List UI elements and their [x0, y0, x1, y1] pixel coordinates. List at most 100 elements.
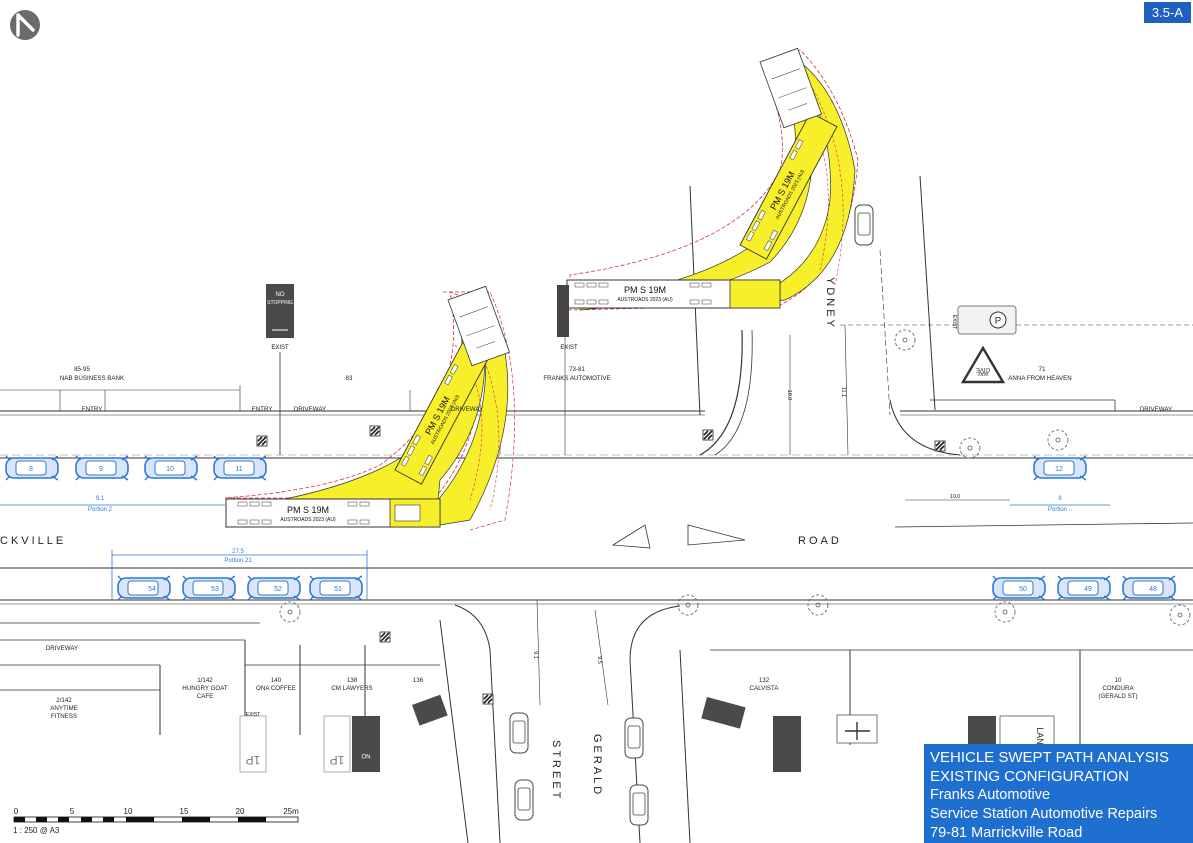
swept-path-north: PM S 19M AUSTROADS 2023 (AU) PM S 19M AU… [557, 47, 859, 337]
bay-8: 8 [29, 466, 33, 473]
condura-number: 10 [1115, 677, 1122, 684]
svg-text:15: 15 [180, 807, 189, 816]
hungry-number: 1/142 [197, 677, 213, 684]
franks-name: FRANKS AUTOMOTIVE [543, 375, 610, 382]
lot-83: 83 [346, 375, 353, 382]
dim-10-0b: 10.0 [950, 494, 961, 500]
bay-53: 53 [211, 586, 219, 593]
svg-text:20: 20 [236, 807, 245, 816]
gerald-street-name: GERALD [591, 734, 603, 797]
tree-icon [994, 601, 1016, 623]
dim-9-1: 9.1 [532, 651, 538, 659]
driveway-label-south: DRIVEWAY [46, 645, 78, 652]
svg-text:EXIST: EXIST [560, 345, 578, 351]
bay-9: 9 [99, 466, 103, 473]
no-stopping-sign-north: NO STOPPING EXIST [266, 284, 294, 455]
tree-icon [1047, 429, 1069, 451]
hungry-name1: HUNGRY GOAT [182, 685, 228, 692]
driveway-label: DRIVEWAY [294, 406, 326, 413]
bay-10: 10 [166, 466, 174, 473]
bay-51: 51 [334, 586, 342, 593]
title-line-1: VEHICLE SWEPT PATH ANALYSIS [930, 749, 1169, 766]
parking-sign-icon: P EXIST [951, 305, 1017, 335]
scale-bar: 0 5 10 15 20 25m [13, 807, 299, 823]
lot-136: 136 [413, 677, 424, 684]
svg-text:STOPPING: STOPPING [267, 300, 293, 306]
bay-12: 12 [1055, 466, 1063, 473]
sign-franks: EXIST [560, 345, 578, 351]
calvista-number: 132 [759, 677, 770, 684]
car-icon [514, 779, 534, 821]
car-icon [629, 784, 649, 826]
car-icon [117, 575, 171, 601]
truck-std-west: AUSTROADS 2023 (AU) [280, 517, 336, 523]
car-icon [182, 575, 236, 601]
tree-icon [1169, 604, 1191, 626]
bay-11: 11 [235, 466, 242, 473]
truck-std-north: AUSTROADS 2023 (AU) [617, 297, 673, 303]
driveway-label-3: DRIVEWAY [1140, 406, 1172, 413]
nab-name: NAB BUSINESS BANK [60, 375, 125, 382]
calvista-name: CALVISTA [750, 685, 780, 692]
condura-name1: CONDURA [1102, 685, 1134, 692]
anytime-name1: ANYTIME [50, 705, 78, 712]
anna-name: ANNA FROM HEAVEN [1008, 375, 1072, 382]
driveway-label-2: DRIVEWAY [451, 406, 483, 413]
tree-icon [279, 601, 301, 623]
anna-number: 71 [1039, 366, 1046, 373]
svg-text:NO: NO [361, 752, 370, 758]
bay-48: 48 [1149, 586, 1157, 593]
road-name-right: ROAD [798, 535, 842, 547]
parking-south: 54 53 52 51 50 49 48 [117, 575, 1176, 601]
road-linework [0, 175, 1193, 843]
street-name: STREET [550, 740, 562, 801]
condura-name2: (GERALD ST) [1098, 693, 1137, 700]
tree-icon [807, 594, 829, 616]
ona-number: 140 [271, 677, 282, 684]
entry-label-2: ENTRY [252, 406, 273, 413]
svg-text:25m: 25m [283, 807, 299, 816]
truck-label-west: PM S 19M [287, 505, 329, 515]
svg-text:10: 10 [124, 807, 133, 816]
sheet-number: 3.5-A [1143, 2, 1191, 23]
sydney-street-name: YDNEY [824, 277, 836, 330]
road-name-left: CKVILLE [0, 535, 66, 547]
car-icon [624, 717, 644, 759]
cm-name: CM LAWYERS [331, 685, 372, 692]
car-icon [854, 204, 874, 246]
portion-dimensions [0, 504, 1110, 600]
ona-name: ONA COFFEE [256, 685, 296, 692]
svg-text:GIVE: GIVE [976, 366, 990, 372]
svg-text:NO: NO [276, 292, 285, 298]
svg-text:5: 5 [70, 807, 75, 816]
dim-11-1: 11.1 [840, 387, 846, 397]
title-block: VEHICLE SWEPT PATH ANALYSIS EXISTING CON… [924, 744, 1193, 843]
entry-label: ENTRY [82, 406, 103, 413]
portion2-label: Portion 2 [88, 507, 113, 513]
bay-49: 49 [1084, 586, 1092, 593]
tree-icon [894, 329, 916, 351]
give-way-sign-icon: GIVE WAY [960, 345, 1006, 384]
cm-number: 138 [347, 677, 358, 684]
dim-9-5: 9.5 [596, 656, 602, 664]
north-arrow-icon [10, 10, 40, 40]
no-stopping-sign-south: NO 1P 1P EXIST [239, 712, 380, 773]
bay-50: 50 [1019, 586, 1027, 593]
svg-text:P: P [995, 316, 1002, 327]
portion-r-label: Portion .. [1048, 507, 1072, 513]
bay-52: 52 [274, 586, 282, 593]
franks-number: 73-81 [569, 366, 585, 373]
hungry-name2: CAFE [197, 693, 214, 700]
car-icon [509, 712, 529, 754]
portion21-label: Portion 21 [224, 558, 252, 564]
tree-icon [677, 594, 699, 616]
title-line-4: Service Station Automotive Repairs [930, 806, 1158, 822]
nab-number: 85-95 [74, 366, 90, 373]
portion-r-dim: 9 [1058, 496, 1062, 502]
svg-text:EXIST: EXIST [951, 315, 957, 329]
svg-text:1P: 1P [330, 753, 345, 767]
truck-label-north: PM S 19M [624, 285, 666, 295]
svg-text:1P: 1P [246, 753, 261, 767]
title-line-3: Franks Automotive [930, 787, 1051, 803]
